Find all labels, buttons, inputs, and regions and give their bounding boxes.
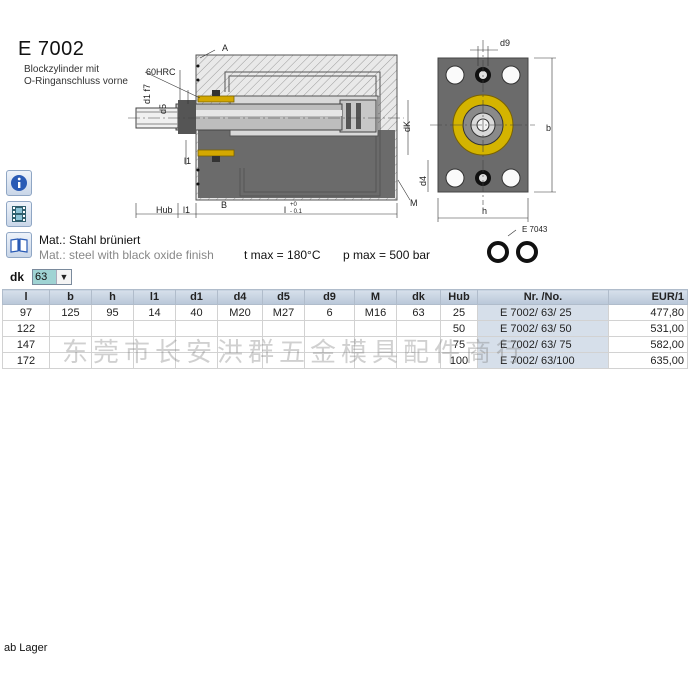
cell-d1: 40 xyxy=(175,304,218,321)
table-row: 172 100 E 7002/ 63/100 635,00 xyxy=(2,352,688,369)
cell-b: 125 xyxy=(49,304,92,321)
end-view xyxy=(427,40,556,222)
info-button[interactable] xyxy=(6,170,32,196)
label-b: b xyxy=(546,123,551,133)
material-en: Mat.: steel with black oxide finish xyxy=(39,248,214,262)
side-view xyxy=(128,49,411,218)
col-header-nr: Nr. /No. xyxy=(477,289,609,305)
col-header-l1: l1 xyxy=(133,289,176,305)
max-pressure: p max = 500 bar xyxy=(343,248,431,262)
col-header-d1: d1 xyxy=(175,289,218,305)
col-header-d5: d5 xyxy=(262,289,305,305)
label-hub: Hub xyxy=(156,205,173,215)
max-temperature: t max = 180°C xyxy=(244,248,321,262)
label-M: M xyxy=(410,198,418,208)
col-header-dk: dk xyxy=(396,289,441,305)
cell-order-number[interactable]: E 7002/ 63/ 50 xyxy=(477,320,609,337)
cell-hub: 100 xyxy=(440,352,478,369)
dk-filter-label: dk xyxy=(10,270,25,284)
cell-price: 477,80 xyxy=(608,304,688,321)
o-ring-accessory xyxy=(487,229,538,263)
label-B: B xyxy=(221,200,227,210)
col-header-l: l xyxy=(2,289,50,305)
material-de: Mat.: Stahl brüniert xyxy=(39,233,141,247)
cell-l: 172 xyxy=(2,352,50,369)
table-row: 97 125 95 14 40 M20 M27 6 M16 63 25 E 70… xyxy=(2,304,688,321)
label-d4: d4 xyxy=(418,176,428,186)
dk-select[interactable]: 63 ▼ xyxy=(32,269,72,285)
col-header-h: h xyxy=(91,289,134,305)
cell-l1: 14 xyxy=(133,304,176,321)
catalog-button[interactable] xyxy=(6,232,32,258)
col-header-d4: d4 xyxy=(217,289,263,305)
stock-status: ab Lager xyxy=(4,642,48,654)
film-icon xyxy=(12,206,26,222)
label-dK: dK xyxy=(402,121,412,132)
cell-price: 582,00 xyxy=(608,336,688,353)
dk-select-value: 63 xyxy=(33,270,56,284)
label-d1: d1 f7 xyxy=(142,84,152,104)
book-icon xyxy=(10,238,28,253)
spec-table: l b h l1 d1 d4 d5 d9 M dk Hub Nr. /No. E… xyxy=(2,289,688,369)
col-header-hub: Hub xyxy=(440,289,478,305)
col-header-d9: d9 xyxy=(304,289,355,305)
cell-l: 122 xyxy=(2,320,50,337)
label-d5: d5 xyxy=(158,104,168,114)
col-header-M: M xyxy=(354,289,397,305)
cell-hub: 25 xyxy=(440,304,478,321)
label-d9: d9 xyxy=(500,38,510,48)
label-60hrc: 60HRC xyxy=(146,67,176,77)
col-header-b: b xyxy=(49,289,92,305)
technical-drawing: A B 60HRC d1 f7 d5 dK l1 Hub l1 l +0 - 0… xyxy=(128,38,556,263)
watermark-text: 东莞市长安洪群五金模具配件商行 xyxy=(62,338,528,368)
label-l: l xyxy=(284,205,286,215)
chevron-down-icon[interactable]: ▼ xyxy=(56,270,71,284)
cell-price: 635,00 xyxy=(608,352,688,369)
label-e7043: E 7043 xyxy=(522,225,548,234)
product-subtitle-de: Blockzylinder mit xyxy=(24,64,100,75)
col-header-price: EUR/1 xyxy=(608,289,688,305)
video-button[interactable] xyxy=(6,201,32,227)
cell-d5: M27 xyxy=(262,304,305,321)
label-l-tol-minus: - 0.1 xyxy=(290,209,303,215)
label-l1-bottom: l1 xyxy=(183,205,190,215)
label-l1-top: l1 xyxy=(184,156,191,166)
label-A: A xyxy=(222,43,228,53)
product-subtitle-de-2: O-Ringanschluss vorne xyxy=(24,76,128,87)
cell-order-number[interactable]: E 7002/ 63/ 25 xyxy=(477,304,609,321)
label-h: h xyxy=(482,206,487,216)
cell-order-number[interactable]: E 7002/ 63/100 xyxy=(477,352,609,369)
cell-M: M16 xyxy=(354,304,397,321)
cell-d9: 6 xyxy=(304,304,355,321)
cell-dk: 63 xyxy=(396,304,441,321)
table-header-row: l b h l1 d1 d4 d5 d9 M dk Hub Nr. /No. E… xyxy=(2,289,688,305)
info-icon xyxy=(11,175,27,191)
cell-d4: M20 xyxy=(217,304,263,321)
cell-l: 147 xyxy=(2,336,50,353)
label-l-tol-plus: +0 xyxy=(290,202,298,208)
cell-l: 97 xyxy=(2,304,50,321)
cell-hub: 50 xyxy=(440,320,478,337)
product-title: E 7002 xyxy=(18,38,85,60)
cell-h: 95 xyxy=(91,304,134,321)
cell-price: 531,00 xyxy=(608,320,688,337)
